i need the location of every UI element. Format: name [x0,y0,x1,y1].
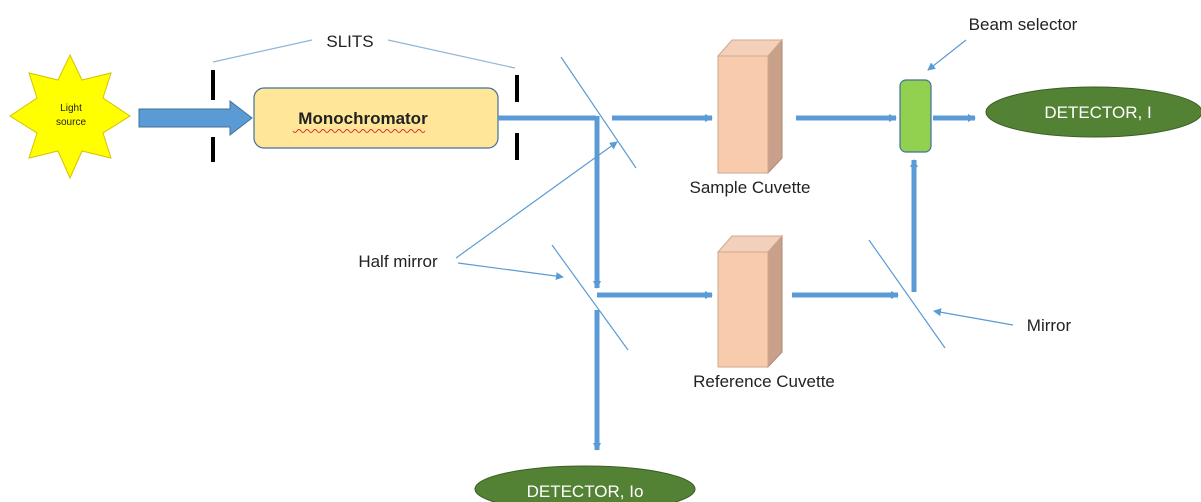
mirror-pointer [933,308,1014,326]
half-mirror-label: Half mirror [358,252,438,271]
source-beam-arrow [138,99,253,137]
beam-selector-box [899,79,932,153]
detector-i-ellipse [985,86,1201,138]
detector-io: DETECTOR, Io [474,465,696,502]
slits-label: SLITS [326,32,373,51]
lower-half-mirror [551,244,629,351]
reference-cuvette-front [717,251,769,368]
beam-selector: Beam selector [899,15,1078,153]
sample-cuvette-front [717,55,769,174]
reference-cuvette-side [767,234,783,369]
upper-half-mirror [560,56,637,169]
slits-callout-left [212,39,313,63]
mirror [868,239,946,349]
monochromator-label: Monochromator [298,109,428,128]
reference-cuvette: Reference Cuvette [693,234,835,391]
detector-i: DETECTOR, I [985,86,1201,138]
beam-selector-label: Beam selector [969,15,1078,34]
half-mirror-pointer-lower [457,262,564,281]
light-source: Light source [9,53,131,180]
detector-io-label: DETECTOR, Io [527,482,644,501]
beam-selector-pointer [927,39,967,71]
spellcheck-underline [292,129,426,133]
half-mirror-pointer-upper [455,141,618,259]
sample-cuvette-side [767,38,783,175]
slits-callout-right [387,39,516,69]
mirror-label: Mirror [1027,316,1072,335]
detector-i-label: DETECTOR, I [1044,103,1151,122]
half-mirror-callout: Half mirror [358,141,618,281]
sample-cuvette-label: Sample Cuvette [690,178,811,197]
sample-cuvette: Sample Cuvette [690,38,811,197]
light-source-label-line2: source [56,117,86,128]
light-source-label-line1: Light [60,103,82,114]
slits: SLITS [211,32,519,162]
detector-io-ellipse [474,465,696,502]
monochromator: Monochromator [253,87,499,149]
reference-cuvette-label: Reference Cuvette [693,372,835,391]
light-source-star [9,53,131,180]
